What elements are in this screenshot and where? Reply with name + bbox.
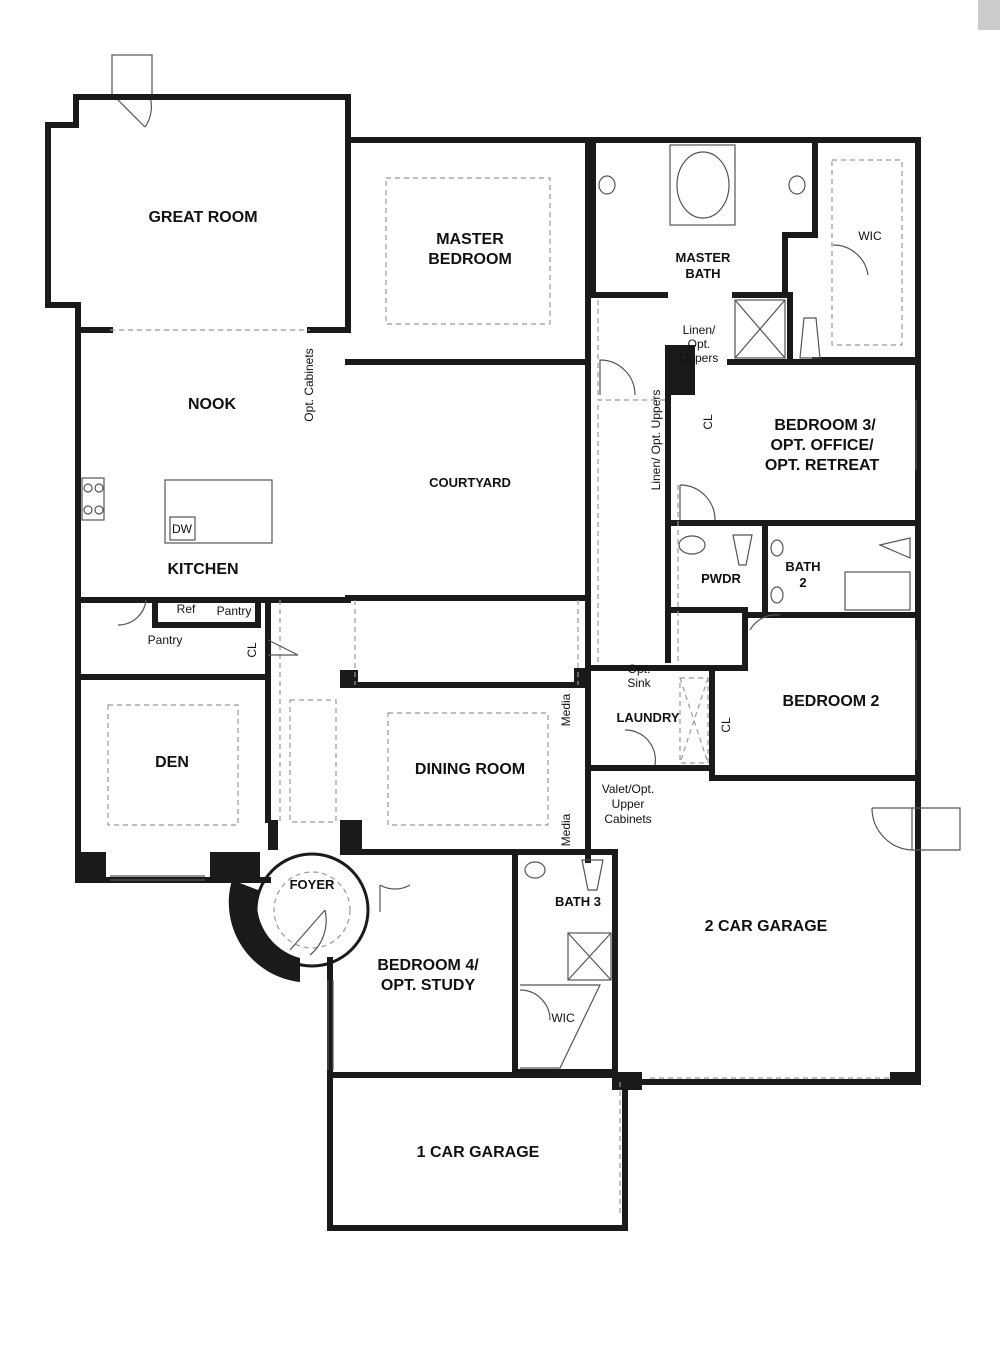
- label-closet-kitchen: CL: [245, 642, 259, 658]
- walls: [45, 94, 921, 1231]
- label-media-lower: Media: [559, 813, 573, 846]
- label-powder-room: PWDR: [701, 571, 741, 586]
- label-closet-bedroom2: CL: [719, 717, 733, 733]
- label-bath3: BATH 3: [555, 894, 601, 909]
- label-opt-cabinets: Opt. Cabinets: [302, 348, 316, 421]
- label-dining-room: DINING ROOM: [415, 761, 525, 778]
- label-pantry-small: Pantry: [217, 604, 252, 618]
- label-master-wic: WIC: [858, 229, 882, 243]
- label-master-bedroom-line2: BEDROOM: [428, 251, 512, 268]
- label-refrigerator: Ref: [177, 602, 196, 616]
- label-kitchen: KITCHEN: [167, 561, 238, 578]
- label-master-bedroom-line1: MASTER: [436, 231, 504, 248]
- fixtures: [81, 144, 911, 1069]
- label-den: DEN: [155, 754, 189, 771]
- label-two-car-garage: 2 CAR GARAGE: [705, 918, 828, 935]
- label-master-bath-line2: BATH: [685, 266, 720, 281]
- label-bedroom4-line1: BEDROOM 4/: [377, 957, 479, 974]
- label-opt-sink-line2: Sink: [627, 676, 651, 690]
- label-nook: NOOK: [188, 396, 236, 413]
- label-dishwasher: DW: [172, 522, 193, 536]
- scrollbar-corner: [978, 0, 1000, 30]
- label-laundry: LAUNDRY: [616, 710, 679, 725]
- label-closet-bedroom3: CL: [701, 414, 715, 430]
- label-pantry: Pantry: [148, 633, 183, 647]
- label-media-upper: Media: [559, 693, 573, 726]
- label-valet-line3: Cabinets: [604, 812, 651, 826]
- label-bedroom3-line1: BEDROOM 3/: [774, 417, 876, 434]
- great-room-door: [111, 54, 153, 128]
- foyer-rotunda: [228, 852, 370, 982]
- windows: [110, 400, 917, 1070]
- label-bedroom4-line2: OPT. STUDY: [381, 977, 476, 994]
- label-foyer: FOYER: [290, 877, 335, 892]
- label-bath2-line2: 2: [799, 575, 806, 590]
- label-bedroom3-line3: OPT. RETREAT: [765, 457, 880, 474]
- label-master-bath-line1: MASTER: [676, 250, 732, 265]
- label-bedroom3-line2: OPT. OFFICE/: [770, 437, 874, 454]
- label-linen-line3: Uppers: [680, 351, 719, 365]
- ceiling-outlines: [107, 159, 903, 1215]
- label-linen-line2: Opt.: [688, 337, 711, 351]
- label-courtyard: COURTYARD: [429, 475, 511, 490]
- label-bath2-line1: BATH: [785, 559, 820, 574]
- doors: [117, 244, 961, 1021]
- label-opt-sink-line1: Opt.: [628, 662, 651, 676]
- label-valet-line2: Upper: [612, 797, 645, 811]
- label-bedroom4-wic: WIC: [551, 1011, 575, 1025]
- label-great-room: GREAT ROOM: [148, 209, 257, 226]
- label-one-car-garage: 1 CAR GARAGE: [417, 1144, 540, 1161]
- label-bedroom2: BEDROOM 2: [783, 693, 880, 710]
- label-linen-line1: Linen/: [683, 323, 716, 337]
- label-valet-line1: Valet/Opt.: [602, 782, 654, 796]
- label-linen-opt-uppers: Linen/ Opt. Uppers: [649, 390, 663, 491]
